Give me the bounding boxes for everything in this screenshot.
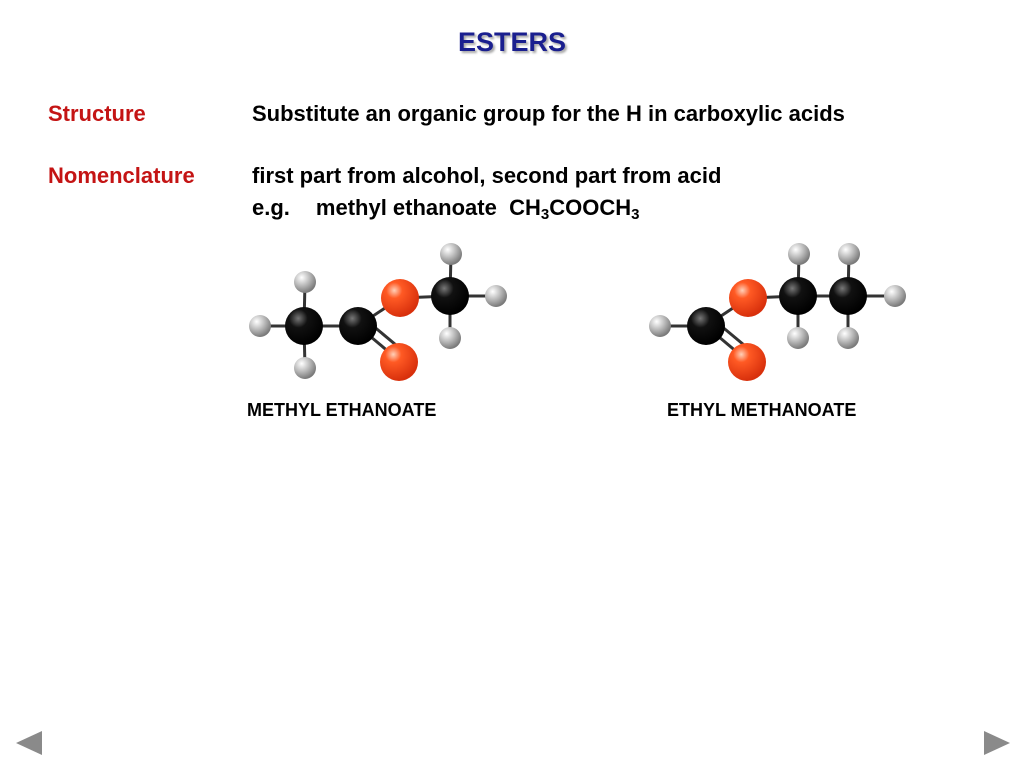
atoms (649, 243, 906, 381)
example-line: e.g. methyl ethanoate CH3COOCH3 (252, 195, 640, 223)
hydrogen-atom (788, 243, 810, 265)
oxygen-atom (380, 343, 418, 381)
structure-label: Structure (48, 101, 146, 126)
hydrogen-atom (838, 243, 860, 265)
next-slide-button[interactable] (982, 730, 1012, 756)
oxygen-atom (729, 279, 767, 317)
hydrogen-atom (440, 243, 462, 265)
hydrogen-atom (249, 315, 271, 337)
oxygen-atom (381, 279, 419, 317)
slide-title: ESTERS (457, 27, 567, 57)
formula: CH3COOCH3 (509, 195, 640, 223)
carbon-atom (829, 277, 867, 315)
ethyl-methanoate-model (649, 243, 906, 381)
example-name: methyl ethanoate (315, 195, 497, 220)
triangle-left-icon (16, 731, 42, 755)
triangle-right-icon (984, 731, 1010, 755)
ethyl-methanoate-caption: ETHYL METHANOATE (667, 400, 857, 420)
carbon-atom (687, 307, 725, 345)
nomenclature-text: first part from alcohol, second part fro… (252, 163, 722, 188)
methyl-ethanoate-model (249, 243, 507, 381)
hydrogen-atom (787, 327, 809, 349)
nomenclature-label: Nomenclature (48, 163, 195, 188)
hydrogen-atom (884, 285, 906, 307)
example-prefix: e.g. (252, 195, 290, 220)
hydrogen-atom (294, 357, 316, 379)
hydrogen-atom (837, 327, 859, 349)
oxygen-atom (728, 343, 766, 381)
hydrogen-atom (294, 271, 316, 293)
carbon-atom (431, 277, 469, 315)
prev-slide-button[interactable] (14, 730, 44, 756)
hydrogen-atom (649, 315, 671, 337)
hydrogen-atom (485, 285, 507, 307)
atoms (249, 243, 507, 381)
carbon-atom (339, 307, 377, 345)
structure-text: Substitute an organic group for the H in… (252, 101, 845, 126)
carbon-atom (285, 307, 323, 345)
carbon-atom (779, 277, 817, 315)
hydrogen-atom (439, 327, 461, 349)
methyl-ethanoate-caption: METHYL ETHANOATE (247, 400, 437, 420)
